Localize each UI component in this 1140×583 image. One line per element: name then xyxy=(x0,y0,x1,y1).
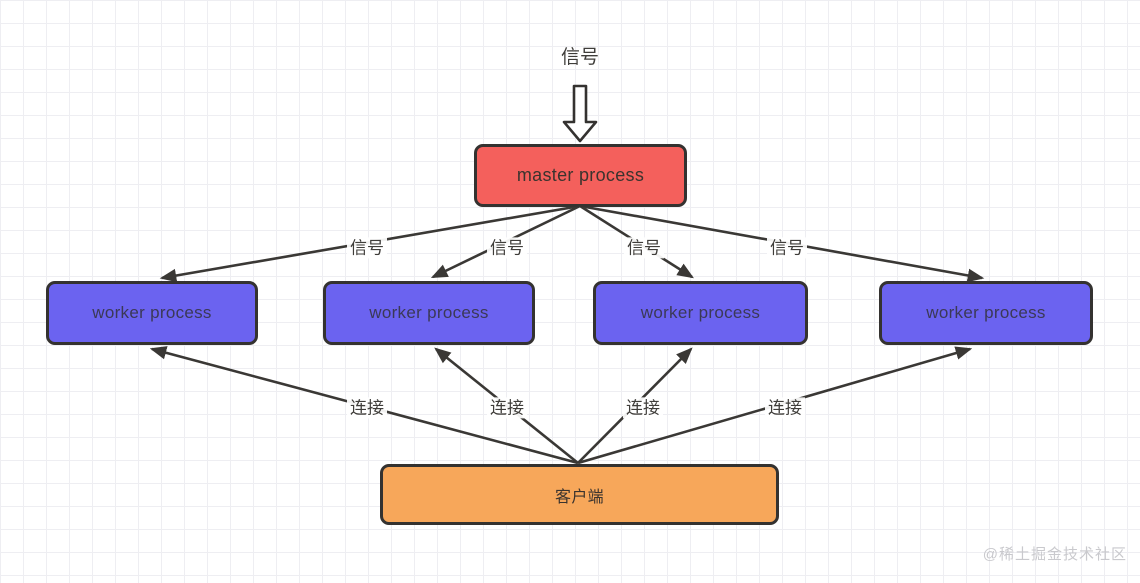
client-node: 客户端 xyxy=(380,464,779,525)
worker-process-label: worker process xyxy=(926,303,1046,322)
client-label: 客户端 xyxy=(555,488,604,506)
master-process-node: master process xyxy=(474,144,687,207)
worker-process-label: worker process xyxy=(92,303,212,322)
worker-process-label: worker process xyxy=(640,303,761,322)
worker-process-node-2: worker process xyxy=(323,281,535,345)
master-process-label: master process xyxy=(516,165,645,185)
signal-edge-label-3: 信号 xyxy=(624,237,664,259)
worker-process-node-3: worker process xyxy=(593,281,808,345)
connection-edge-label-3: 连接 xyxy=(623,397,663,419)
watermark-text: @稀土掘金技术社区 xyxy=(982,546,1127,563)
connection-edge-label-2: 连接 xyxy=(487,397,527,419)
connection-edge-label-4: 连接 xyxy=(765,397,805,419)
incoming-signal-label: 信号 xyxy=(560,47,600,69)
worker-process-node-1: worker process xyxy=(46,281,258,345)
signal-edge-label-1: 信号 xyxy=(347,237,387,259)
signal-edge-label-2: 信号 xyxy=(487,237,527,259)
connection-edge-label-1: 连接 xyxy=(347,397,387,419)
signal-edge-label-4: 信号 xyxy=(767,237,807,259)
worker-process-node-4: worker process xyxy=(879,281,1093,345)
worker-process-label: worker process xyxy=(369,303,489,322)
